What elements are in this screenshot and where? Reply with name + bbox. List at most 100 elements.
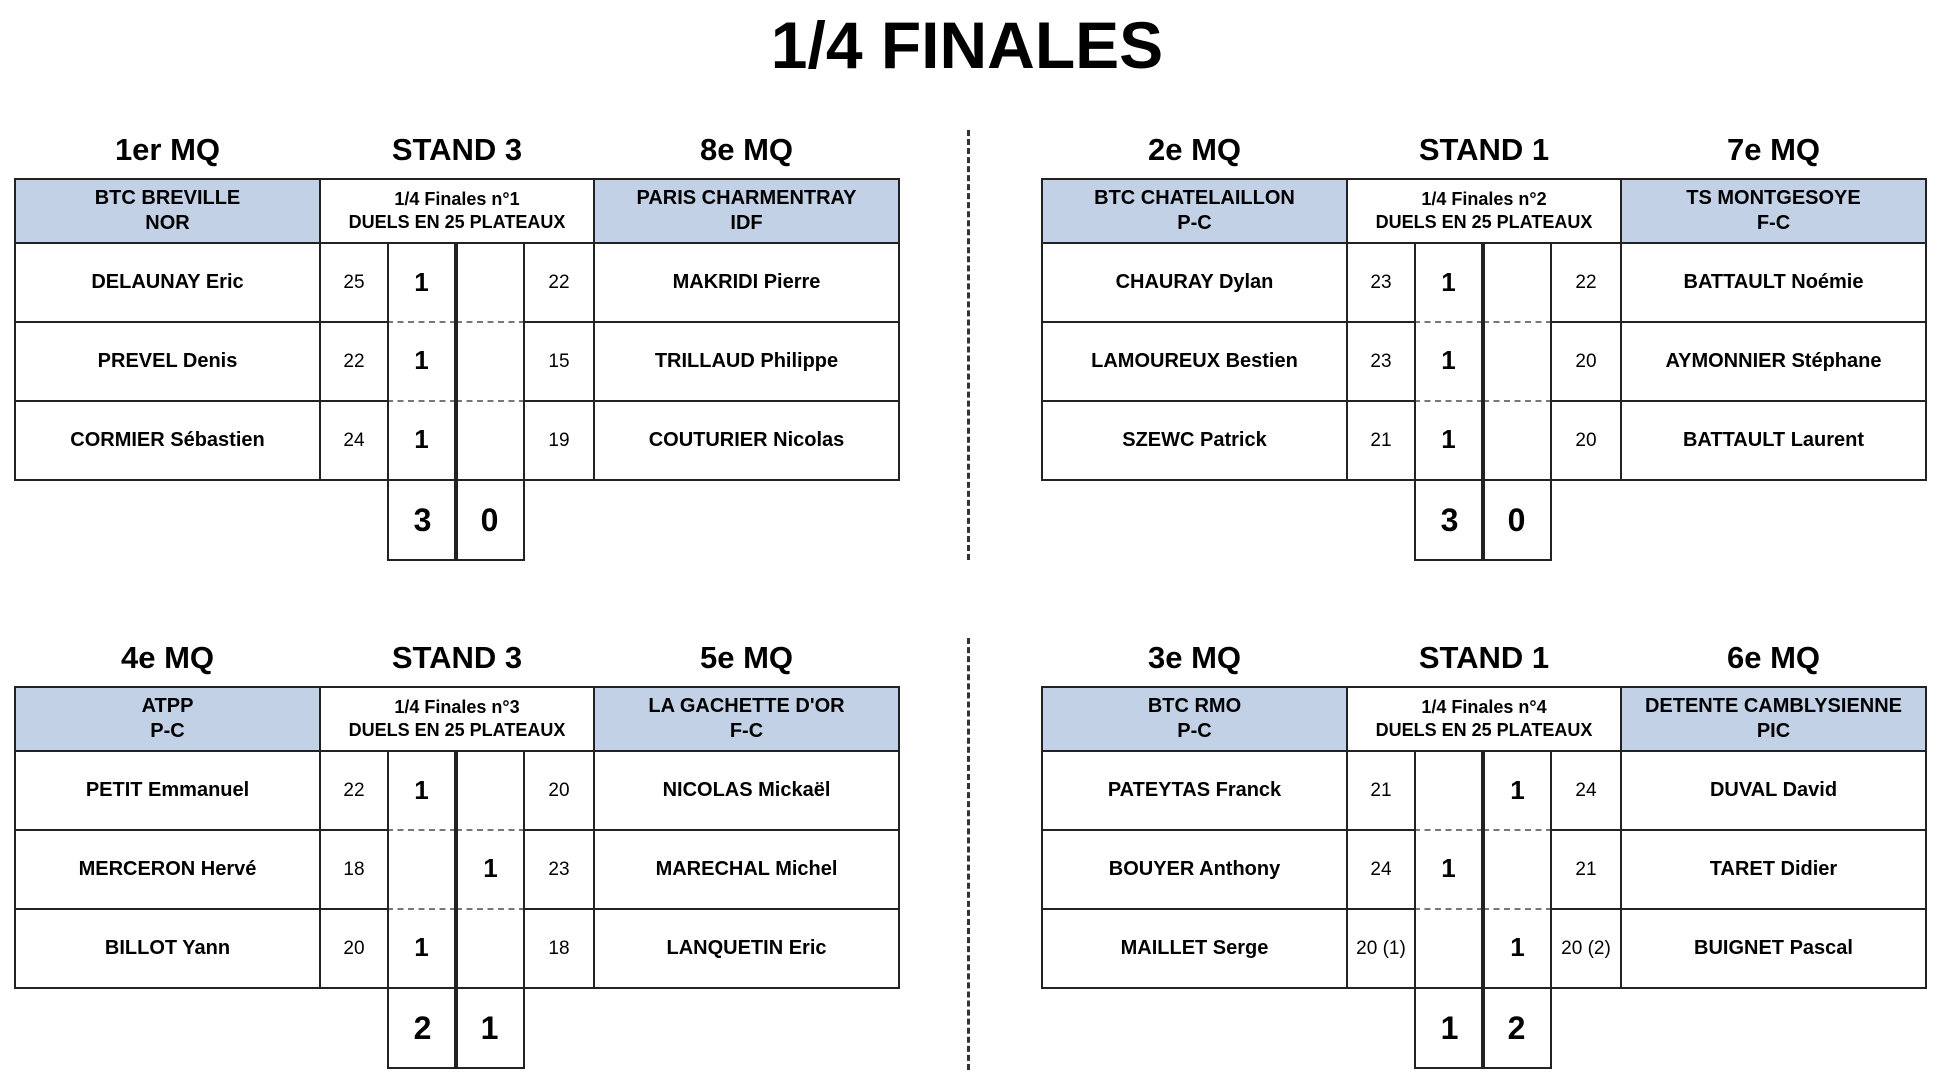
match-info-cell: 1/4 Finales n°2 DUELS EN 25 PLATEAUX (1346, 178, 1622, 244)
right-player: COUTURIER Nicolas (593, 400, 900, 481)
match-name: 1/4 Finales n°1 (394, 189, 520, 209)
left-point: 1 (387, 400, 456, 481)
right-team-name: PARIS CHARMENTRAY (636, 187, 857, 209)
left-point: 1 (387, 321, 456, 402)
left-score: 21 (1346, 400, 1416, 481)
right-player: BATTAULT Noémie (1620, 242, 1927, 323)
left-team-name: BTC RMO (1147, 695, 1242, 717)
left-player: BILLOT Yann (14, 908, 321, 989)
match-format: DUELS EN 25 PLATEAUX (348, 720, 566, 740)
left-score: 18 (319, 829, 389, 910)
match-info-cell: 1/4 Finales n°1 DUELS EN 25 PLATEAUX (319, 178, 595, 244)
left-team-region: P-C (1177, 720, 1212, 742)
left-player: MERCERON Hervé (14, 829, 321, 910)
left-team-cell: BTC BREVILLE NOR (14, 178, 321, 244)
right-score: 20 (523, 750, 595, 831)
left-player: MAILLET Serge (1041, 908, 1348, 989)
match-format: DUELS EN 25 PLATEAUX (1375, 212, 1593, 232)
stand-label: STAND 1 (1418, 132, 1550, 167)
right-team-name: TS MONTGESOYE (1686, 187, 1861, 209)
left-player: LAMOUREUX Bestien (1041, 321, 1348, 402)
divider-top (967, 130, 970, 560)
right-team-region: IDF (730, 212, 763, 234)
left-team-name: ATPP (141, 695, 194, 717)
right-rank: 5e MQ (699, 640, 794, 675)
left-team-region: NOR (145, 212, 190, 234)
right-player: BUIGNET Pascal (1620, 908, 1927, 989)
match-format: DUELS EN 25 PLATEAUX (348, 212, 566, 232)
right-point (456, 400, 525, 481)
right-score: 20 (1550, 321, 1622, 402)
right-player: NICOLAS Mickaël (593, 750, 900, 831)
left-rank: 1er MQ (114, 132, 221, 167)
right-score: 21 (1550, 829, 1622, 910)
right-point (456, 908, 525, 989)
left-score: 23 (1346, 242, 1416, 323)
left-team-region: P-C (1177, 212, 1212, 234)
right-team-region: PIC (1756, 720, 1791, 742)
right-team-region: F-C (729, 720, 764, 742)
right-team-cell: DETENTE CAMBLYSIENNE PIC (1620, 686, 1927, 752)
left-team-cell: BTC CHATELAILLON P-C (1041, 178, 1348, 244)
left-total: 2 (387, 987, 458, 1069)
left-point: 1 (1414, 400, 1483, 481)
right-score: 20 (2) (1550, 908, 1622, 989)
match-info-cell: 1/4 Finales n°4 DUELS EN 25 PLATEAUX (1346, 686, 1622, 752)
right-player: MAKRIDI Pierre (593, 242, 900, 323)
right-point (456, 321, 525, 402)
stand-label: STAND 3 (391, 640, 523, 675)
right-player: BATTAULT Laurent (1620, 400, 1927, 481)
left-player: BOUYER Anthony (1041, 829, 1348, 910)
left-score: 24 (1346, 829, 1416, 910)
right-team-cell: LA GACHETTE D'OR F-C (593, 686, 900, 752)
left-rank: 3e MQ (1147, 640, 1242, 675)
right-score: 19 (523, 400, 595, 481)
left-point (387, 829, 456, 910)
left-team-cell: BTC RMO P-C (1041, 686, 1348, 752)
left-player: PETIT Emmanuel (14, 750, 321, 831)
left-point: 1 (387, 242, 456, 323)
right-player: LANQUETIN Eric (593, 908, 900, 989)
right-team-cell: TS MONTGESOYE F-C (1620, 178, 1927, 244)
stand-label: STAND 3 (391, 132, 523, 167)
right-point: 1 (1483, 908, 1552, 989)
right-score: 24 (1550, 750, 1622, 831)
left-score: 20 (1) (1346, 908, 1416, 989)
right-total: 2 (1481, 987, 1552, 1069)
right-point (1483, 321, 1552, 402)
left-score: 23 (1346, 321, 1416, 402)
left-player: PATEYTAS Franck (1041, 750, 1348, 831)
left-score: 22 (319, 321, 389, 402)
left-total: 3 (1414, 479, 1485, 561)
right-player: TRILLAUD Philippe (593, 321, 900, 402)
left-score: 21 (1346, 750, 1416, 831)
match-format: DUELS EN 25 PLATEAUX (1375, 720, 1593, 740)
right-score: 18 (523, 908, 595, 989)
left-point: 1 (1414, 829, 1483, 910)
left-player: SZEWC Patrick (1041, 400, 1348, 481)
left-total: 3 (387, 479, 458, 561)
divider-bottom (967, 638, 970, 1070)
match-name: 1/4 Finales n°4 (1421, 697, 1547, 717)
left-total: 1 (1414, 987, 1485, 1069)
right-score: 22 (523, 242, 595, 323)
left-point (1414, 750, 1483, 831)
left-rank: 2e MQ (1147, 132, 1242, 167)
right-total: 1 (454, 987, 525, 1069)
left-point: 1 (387, 908, 456, 989)
left-point (1414, 908, 1483, 989)
right-player: AYMONNIER Stéphane (1620, 321, 1927, 402)
match-name: 1/4 Finales n°2 (1421, 189, 1547, 209)
left-player: CHAURAY Dylan (1041, 242, 1348, 323)
right-team-name: DETENTE CAMBLYSIENNE (1644, 695, 1903, 717)
match-name: 1/4 Finales n°3 (394, 697, 520, 717)
right-point (456, 750, 525, 831)
right-team-cell: PARIS CHARMENTRAY IDF (593, 178, 900, 244)
left-team-name: BTC CHATELAILLON (1094, 187, 1295, 209)
right-total: 0 (454, 479, 525, 561)
right-score: 23 (523, 829, 595, 910)
stand-label: STAND 1 (1418, 640, 1550, 675)
